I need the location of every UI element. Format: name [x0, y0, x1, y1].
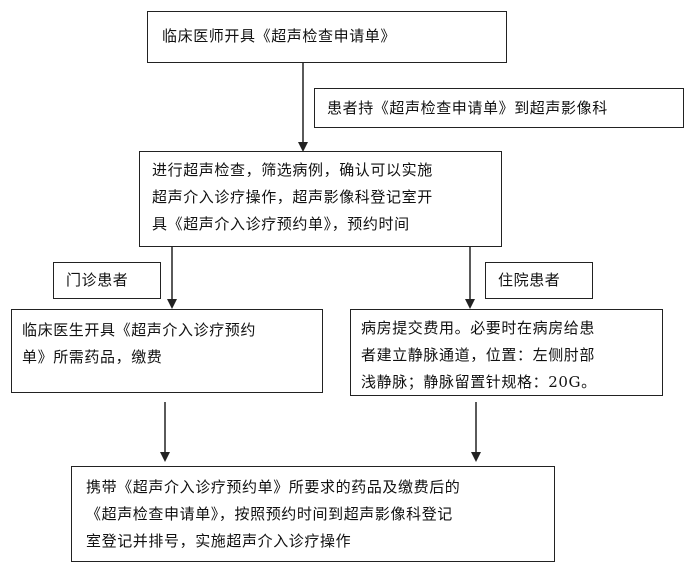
inpatient-label-text: 住院患者	[498, 271, 561, 289]
inpatient-label: 住院患者	[485, 262, 593, 299]
outpatient-label-text: 门诊患者	[66, 271, 129, 289]
step2-line: 具《超声介入诊疗预约单》，预约时间	[152, 215, 410, 233]
label-to-imaging: 患者持《超声检查申请单》到超声影像科	[314, 88, 684, 128]
step2-line: 超声介入诊疗操作，超声影像科登记室开	[152, 188, 433, 206]
outpatient-label: 门诊患者	[53, 262, 161, 299]
step1-text: 临床医师开具《超声检查申请单》	[162, 27, 397, 45]
inpatient-box: 病房提交费用。必要时在病房给患 者建立静脉通道，位置：左侧肘部 浅静脉；静脉留置…	[350, 309, 663, 396]
final-step-line: 《超声检查申请单》，按照预约时间到超声影像科登记	[86, 505, 453, 523]
outpatient-line: 单》所需药品，缴费	[22, 348, 163, 366]
step2-box: 进行超声检查，筛选病例，确认可以实施 超声介入诊疗操作，超声影像科登记室开 具《…	[139, 151, 502, 247]
final-step-line: 携带《超声介入诊疗预约单》所要求的药品及缴费后的	[86, 478, 461, 496]
outpatient-line: 临床医生开具《超声介入诊疗预约	[22, 321, 257, 339]
step2-line: 进行超声检查，筛选病例，确认可以实施	[152, 161, 433, 179]
final-step-box: 携带《超声介入诊疗预约单》所要求的药品及缴费后的 《超声检查申请单》，按照预约时…	[71, 466, 555, 562]
step1-box: 临床医师开具《超声检查申请单》	[147, 11, 507, 63]
final-step-line: 室登记并排号，实施超声介入诊疗操作	[86, 532, 352, 550]
inpatient-line: 浅静脉；静脉留置针规格：20G。	[361, 373, 597, 391]
label-to-imaging-text: 患者持《超声检查申请单》到超声影像科	[327, 99, 608, 117]
inpatient-line: 者建立静脉通道，位置：左侧肘部	[361, 346, 596, 364]
inpatient-line: 病房提交费用。必要时在病房给患	[361, 319, 596, 337]
outpatient-box: 临床医生开具《超声介入诊疗预约 单》所需药品，缴费	[11, 309, 323, 393]
